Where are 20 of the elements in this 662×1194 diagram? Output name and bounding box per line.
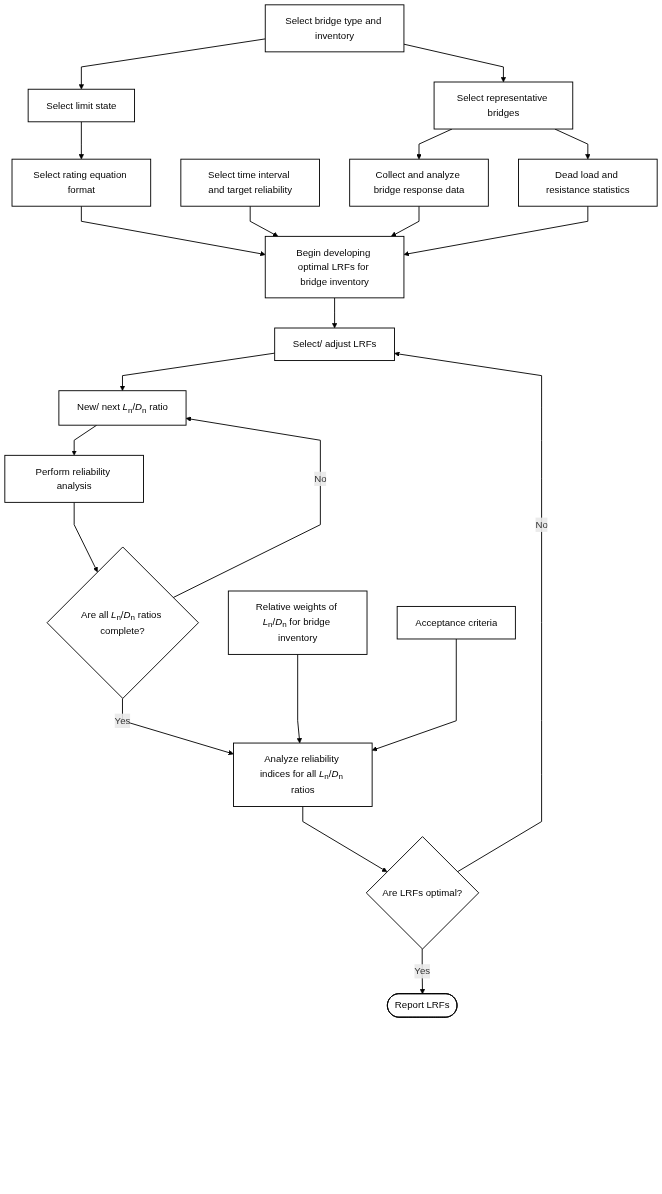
node-box: Analyze reliability indices for all L$_{n}$/D$_{n}$ ratios <box>233 742 373 807</box>
node-box: New/ next L$_{n}$/D$_{n}$ ratio <box>58 390 187 426</box>
node-box: Begin developing optimal LRFs for bridge inventory <box>264 235 405 299</box>
edge-label: Yes <box>114 715 131 726</box>
node-box: Select representative bridges <box>433 81 574 130</box>
node-box: Select time interval and target reliability <box>180 158 320 207</box>
edge-label: Yes <box>414 965 431 977</box>
node-box: Select rating equation format <box>11 158 152 207</box>
node-box: Perform reliability analysis <box>4 454 144 503</box>
node-box: Relative weights of L$_{n}$/D$_{n}$ for bridge inventory <box>227 590 368 655</box>
node-box: Select bridge type and inventory <box>264 4 405 53</box>
node-box: Collect and analyze bridge response data <box>349 158 489 207</box>
node-diamond: Are all L$_{n}$/D$_{n}$ ratios complete? <box>46 546 199 699</box>
node-box: Acceptance criteria <box>396 605 516 640</box>
edge-label: No <box>314 473 327 484</box>
node-box: Dead load and resistance statistics <box>518 158 658 207</box>
node-diamond: Are LRFs optimal? <box>365 836 480 950</box>
edge-label: No <box>535 519 548 530</box>
node-box: Select limit state <box>27 88 135 123</box>
node-box: Select/ adjust LRFs <box>274 327 395 361</box>
